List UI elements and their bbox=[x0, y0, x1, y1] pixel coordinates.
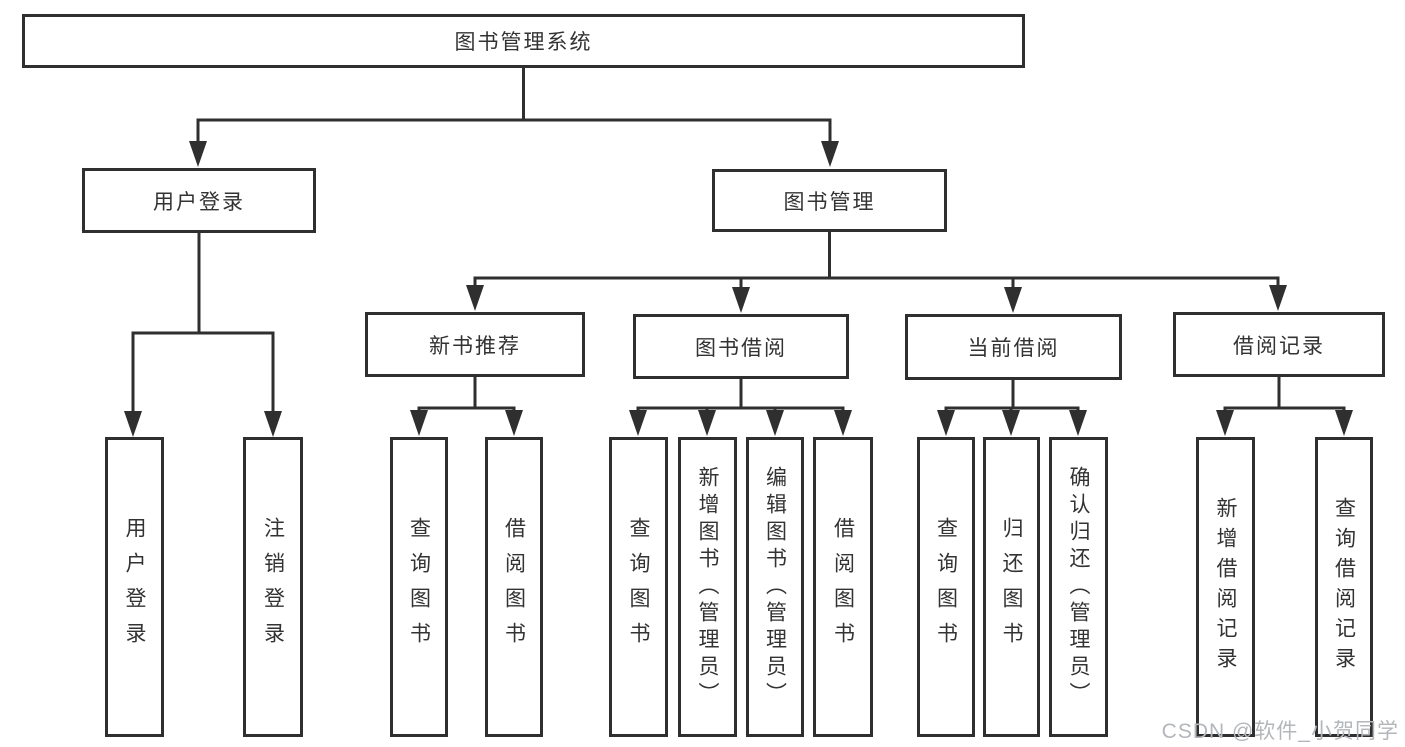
node-label: 新书推荐 bbox=[429, 334, 521, 358]
node-book-management: 图书管理 bbox=[712, 169, 947, 232]
leaf-label: 归还图书 bbox=[1000, 517, 1023, 657]
node-user-login: 用户登录 bbox=[82, 168, 316, 233]
leaf-label: 新增借阅记录 bbox=[1214, 497, 1237, 677]
node-label: 当前借阅 bbox=[967, 337, 1060, 360]
leaf-label: 编辑图书（管理员） bbox=[763, 465, 787, 709]
leaf-label: 查询借阅记录 bbox=[1332, 497, 1356, 677]
leaf-edit-books-admin: 编辑图书（管理员） bbox=[746, 437, 804, 737]
node-book-borrow: 图书借阅 bbox=[633, 314, 849, 379]
leaf-label: 查询图书 bbox=[627, 517, 650, 657]
node-library-system: 图书管理系统 bbox=[22, 14, 1025, 68]
node-label: 图书管理系统 bbox=[454, 31, 593, 54]
arrow-down-icon bbox=[1069, 410, 1087, 436]
leaf-return-books: 归还图书 bbox=[983, 437, 1040, 737]
leaf-label: 借阅图书 bbox=[502, 517, 526, 657]
arrow-down-icon bbox=[698, 410, 716, 436]
arrow-down-icon bbox=[410, 410, 428, 436]
leaf-query-borrow-record: 查询借阅记录 bbox=[1315, 437, 1373, 737]
leaf-query-books: 查询图书 bbox=[917, 437, 975, 737]
leaf-query-books: 查询图书 bbox=[609, 437, 668, 737]
arrow-down-icon bbox=[766, 410, 784, 436]
csdn-watermark: CSDN @软件_小贺同学 bbox=[1161, 720, 1399, 743]
arrow-down-icon bbox=[124, 411, 142, 437]
leaf-label: 借阅图书 bbox=[831, 517, 855, 657]
arrow-down-icon bbox=[264, 411, 282, 437]
leaf-label: 查询图书 bbox=[407, 517, 431, 657]
node-new-book-recommend: 新书推荐 bbox=[365, 312, 585, 377]
leaf-label: 用户登录 bbox=[123, 517, 146, 657]
arrow-down-icon bbox=[629, 410, 647, 436]
arrow-down-icon bbox=[505, 410, 523, 436]
node-label: 借阅记录 bbox=[1233, 334, 1325, 358]
leaf-label: 查询图书 bbox=[934, 517, 958, 657]
leaf-label: 新增图书（管理员） bbox=[696, 465, 719, 709]
node-borrow-records: 借阅记录 bbox=[1173, 312, 1385, 377]
arrow-down-icon bbox=[1004, 287, 1022, 313]
leaf-label: 注销登录 bbox=[261, 517, 285, 657]
arrow-down-icon bbox=[834, 410, 852, 436]
leaf-label: 确认归还（管理员） bbox=[1067, 465, 1090, 709]
arrow-down-icon bbox=[937, 410, 955, 436]
leaf-user-login: 用户登录 bbox=[105, 437, 164, 737]
arrow-down-icon bbox=[1002, 410, 1020, 436]
node-label: 图书借阅 bbox=[695, 336, 787, 360]
arrow-down-icon bbox=[732, 287, 750, 313]
arrow-down-icon bbox=[1216, 410, 1234, 436]
arrow-down-icon bbox=[466, 285, 484, 311]
leaf-confirm-return-admin: 确认归还（管理员） bbox=[1049, 437, 1108, 737]
arrowheads bbox=[124, 141, 1353, 437]
node-current-borrow: 当前借阅 bbox=[905, 314, 1122, 380]
leaf-borrow-books: 借阅图书 bbox=[485, 437, 543, 737]
arrow-down-icon bbox=[189, 141, 207, 167]
leaf-borrow-books: 借阅图书 bbox=[813, 437, 873, 737]
node-label: 图书管理 bbox=[783, 190, 876, 214]
arrow-down-icon bbox=[1335, 410, 1353, 436]
node-label: 用户登录 bbox=[153, 190, 245, 214]
arrow-down-icon bbox=[821, 141, 839, 167]
leaf-logout: 注销登录 bbox=[243, 437, 303, 737]
leaf-query-books: 查询图书 bbox=[390, 437, 448, 737]
leaf-add-books-admin: 新增图书（管理员） bbox=[678, 437, 737, 737]
leaf-add-borrow-record: 新增借阅记录 bbox=[1196, 437, 1255, 737]
arrow-down-icon bbox=[1269, 285, 1287, 311]
